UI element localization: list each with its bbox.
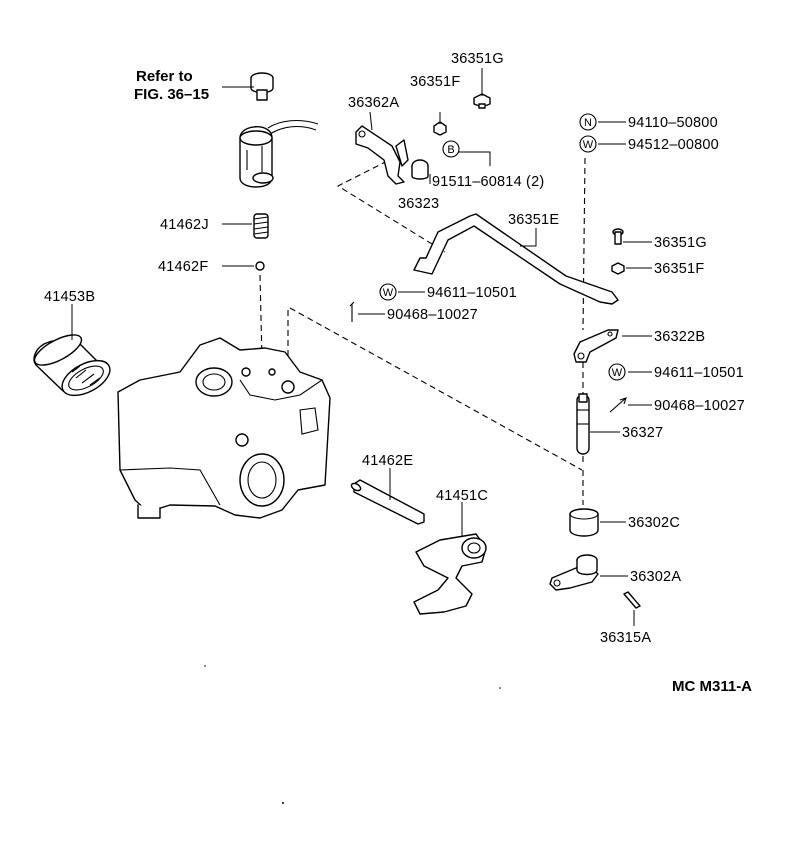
pin-90468-left [349,301,355,322]
label-36362a: 36362A [348,95,399,111]
label-36327: 36327 [622,425,663,441]
plug-bolt [250,72,274,101]
transmission-case [117,337,331,519]
badge-w-letter: W [583,139,594,151]
label-41451c: 41451C [436,488,488,504]
badge-w-letter: W [612,367,623,379]
badge-b-icon: B [442,140,460,158]
badge-w-icon: W [608,363,626,381]
pin-36315a [623,591,641,609]
reference-note-line1: Refer to [136,68,193,85]
label-36315a: 36315A [600,630,651,646]
label-94110: 94110–50800 [628,115,718,131]
spring-41462j [253,213,269,239]
badge-b-letter: B [447,144,454,156]
speck [282,802,284,804]
bolt-36351g-top [473,93,491,109]
speck [204,665,206,667]
label-41462e: 41462E [362,453,413,469]
label-94512: 94512–00800 [628,137,719,153]
switch-assembly [239,119,319,188]
badge-w-icon: W [379,283,397,301]
label-36302a: 36302A [630,569,681,585]
shaft-36327 [576,393,590,462]
nut-36351f-right [611,262,625,275]
speck [499,687,501,689]
label-41462j: 41462J [160,217,209,233]
label-36322b: 36322B [654,329,705,345]
label-36351e: 36351E [508,212,559,228]
collar-36302c [569,508,599,537]
label-36351g-right: 36351G [654,235,707,251]
reference-note-line2: FIG. 36–15 [134,86,209,103]
label-36351g-top: 36351G [451,51,504,67]
label-94611-b: 94611–10501 [654,365,744,381]
shaft-41462e [350,479,425,525]
label-41453b: 41453B [44,289,95,305]
label-36351f-top: 36351F [410,74,460,90]
label-36323: 36323 [398,196,439,212]
label-94611-a: 94611–10501 [427,285,517,301]
badge-n-icon: N [579,113,597,131]
ball-41462f [255,261,265,271]
rod-36351e [413,213,619,305]
label-36351f-right: 36351F [654,261,704,277]
label-36302c: 36302C [628,515,680,531]
label-90468-b: 90468–10027 [654,398,745,414]
leader-lines [71,68,652,626]
label-91511: 91511–60814 (2) [432,174,544,190]
bracket-36362a [355,125,409,185]
badge-w-icon: W [579,135,597,153]
bushing-36323 [411,159,429,180]
badge-w-letter: W [383,287,394,299]
figure-code: MC M311-A [672,678,752,695]
label-41462f: 41462F [158,259,208,275]
lever-36322b [573,329,619,363]
lever-36302a [549,554,599,591]
bolt-36351g-right [612,228,624,245]
fork-41451c [413,533,487,615]
pin-90468-right [609,397,627,413]
badge-n-letter: N [584,117,592,129]
label-90468-a: 90468–10027 [387,307,478,323]
bearing-41453b [33,334,111,397]
